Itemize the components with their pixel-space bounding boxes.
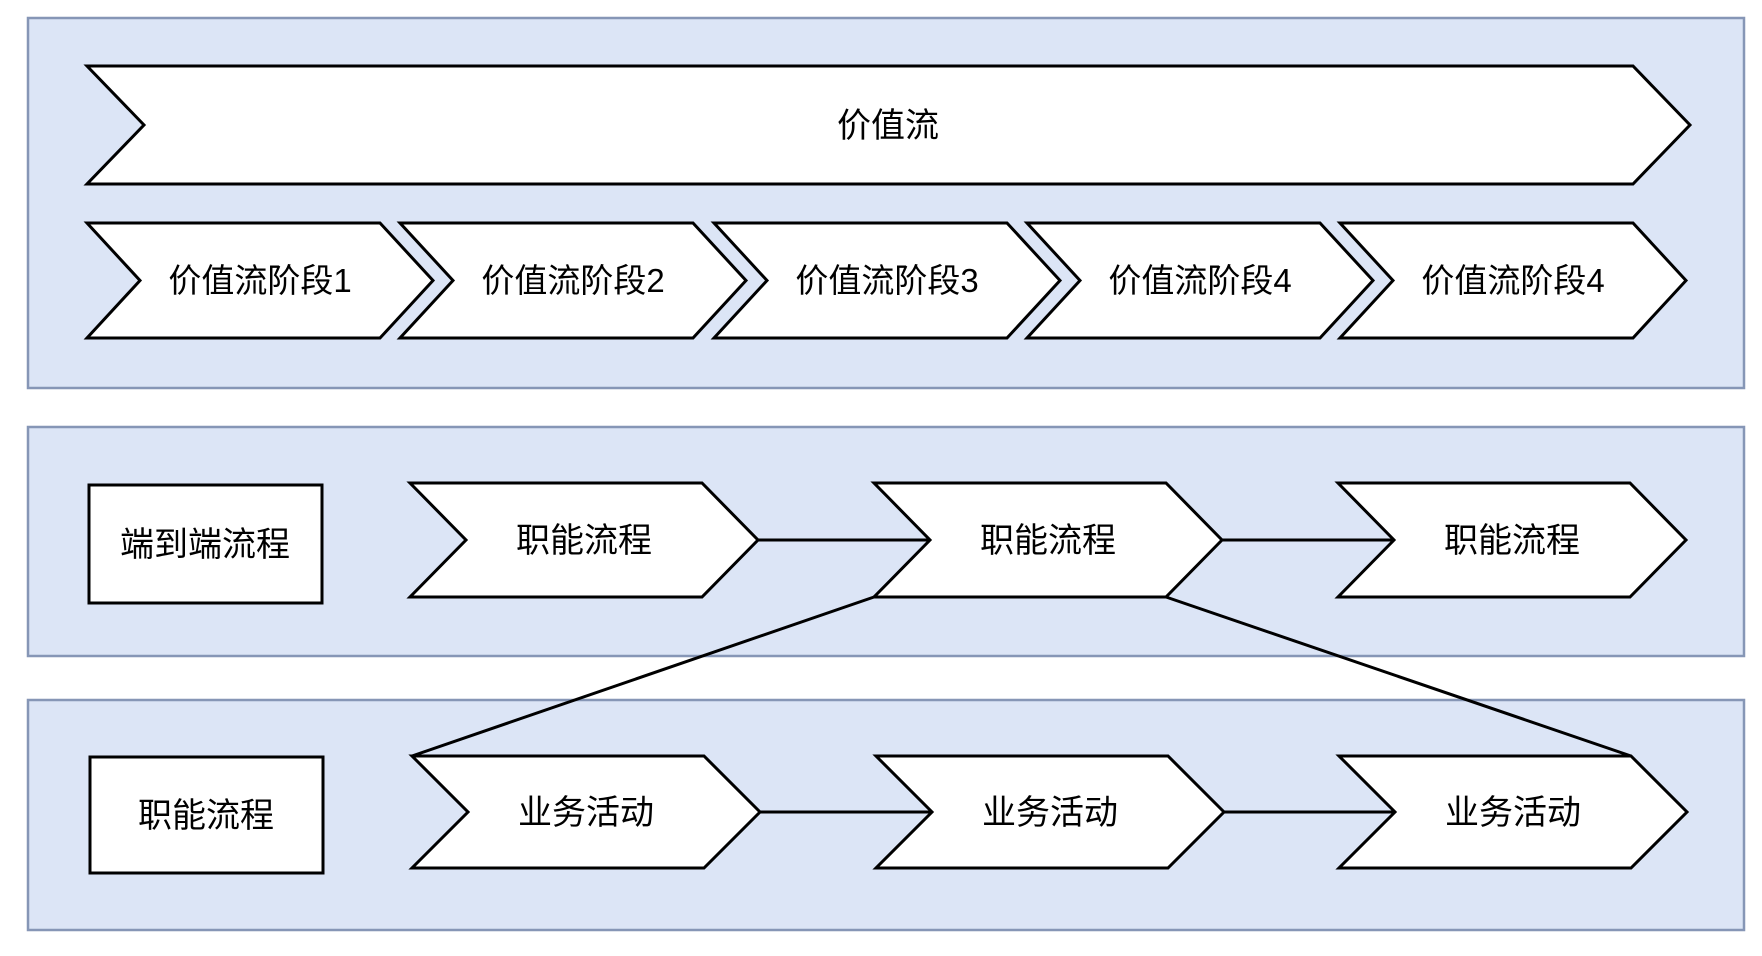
drilldown-connector-right: [1165, 595, 1632, 758]
stage-label: 价值流阶段2: [481, 262, 664, 299]
business-activity-label: 业务活动: [1445, 794, 1581, 832]
functional-process-box: [88, 755, 325, 875]
functional-process-chevron: [406, 481, 761, 599]
business-activity-chevron: [872, 754, 1227, 870]
stage-label: 价值流阶段4: [1108, 262, 1291, 299]
drilldown-connector-left: [411, 595, 875, 758]
value-stream-stage-chevron: [1023, 221, 1376, 340]
value-stream-stage-chevron: [83, 221, 436, 340]
functional-process-label: 职能流程: [516, 522, 652, 560]
stage-label: 价值流阶段3: [795, 262, 978, 299]
value-stream-label: 价值流: [837, 107, 939, 145]
business-activity-chevron: [1335, 754, 1690, 870]
functional-group: 职能流程 业务活动 业务活动 业务活动: [88, 754, 1690, 875]
functional-process-label: 职能流程: [1444, 522, 1580, 560]
end-to-end-label: 端到端流程: [120, 526, 290, 564]
functional-box-label: 职能流程: [138, 797, 274, 835]
value-stream-arrow: [83, 64, 1693, 186]
functional-process-label: 职能流程: [980, 522, 1116, 560]
stage-label: 价值流阶段4: [1421, 262, 1604, 299]
business-activity-chevron: [408, 754, 763, 870]
value-stream-stage-chevron: [396, 221, 749, 340]
end-to-end-group: 端到端流程 职能流程 职能流程 职能流程: [87, 481, 1689, 605]
business-activity-label: 业务活动: [982, 794, 1118, 832]
end-to-end-process-box: [87, 483, 324, 605]
value-stream-group: 价值流 价值流阶段1 价值流阶段2 价值流阶段3 价值流阶段4 价值流阶段4: [83, 64, 1693, 340]
functional-process-chevron: [1334, 481, 1689, 599]
business-activity-label: 业务活动: [518, 794, 654, 832]
functional-process-chevron: [870, 481, 1225, 599]
value-stream-stage-chevron: [1336, 221, 1689, 340]
value-stream-stage-chevron: [710, 221, 1063, 340]
stage-label: 价值流阶段1: [168, 262, 351, 299]
